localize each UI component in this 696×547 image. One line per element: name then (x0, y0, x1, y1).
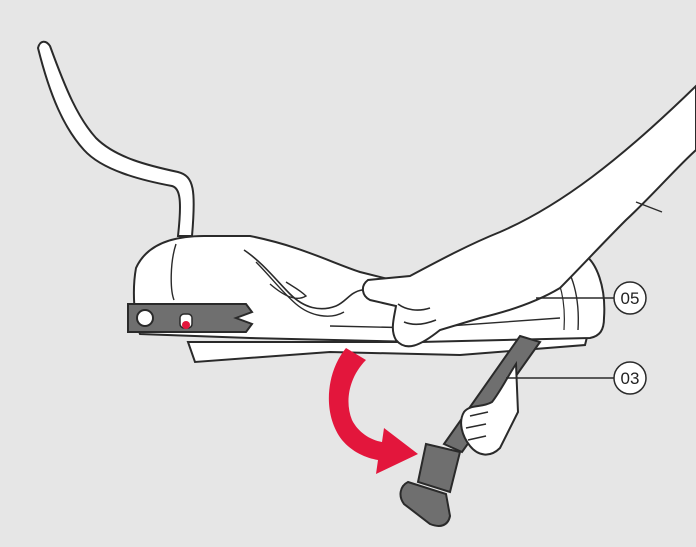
red-indicator-pin (180, 314, 192, 329)
callout-05-label: 05 (621, 289, 640, 308)
latch-hole (137, 310, 153, 326)
rotation-arrow-icon (329, 348, 418, 474)
latch-plate (128, 304, 252, 332)
callout-03: 03 (506, 362, 646, 394)
handlebar (38, 42, 194, 236)
callout-03-label: 03 (621, 369, 640, 388)
